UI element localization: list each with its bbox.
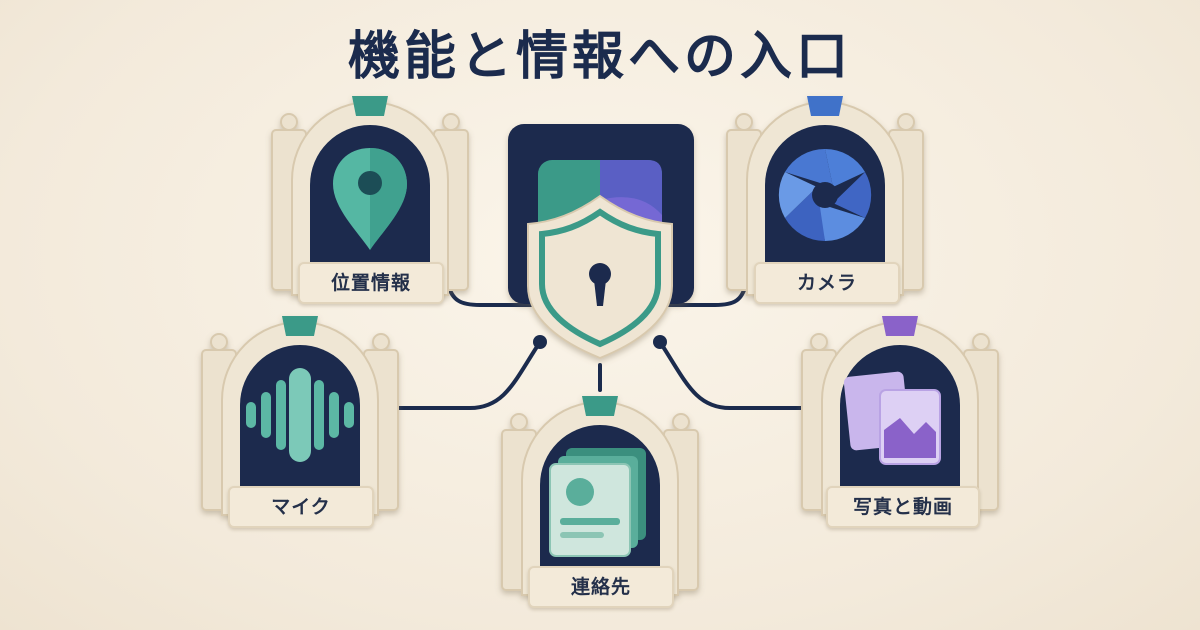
page-title: 機能と情報への入口 — [347, 27, 852, 87]
location-card[interactable] — [271, 96, 469, 296]
contacts-card[interactable] — [501, 396, 699, 596]
microphone-card[interactable] — [201, 316, 399, 516]
soundwave-icon — [246, 368, 354, 462]
location-label: 位置情報 — [298, 262, 444, 304]
center-hub — [508, 124, 694, 360]
contact-cards-icon — [549, 448, 646, 557]
photos-card[interactable] — [801, 316, 999, 516]
photos-icon — [843, 371, 941, 465]
microphone-label: マイク — [228, 486, 374, 528]
camera-shutter-icon — [778, 148, 872, 242]
connector-photos — [658, 340, 812, 410]
shield-lock-icon — [527, 194, 673, 360]
contacts-label: 連絡先 — [528, 566, 674, 608]
connector-microphone — [386, 340, 542, 410]
map-pin-icon — [333, 148, 407, 250]
connector-dot — [533, 335, 547, 349]
camera-card[interactable] — [726, 96, 924, 296]
camera-label: カメラ — [754, 262, 900, 304]
connector-dot — [653, 335, 667, 349]
photos-label: 写真と動画 — [826, 486, 980, 528]
